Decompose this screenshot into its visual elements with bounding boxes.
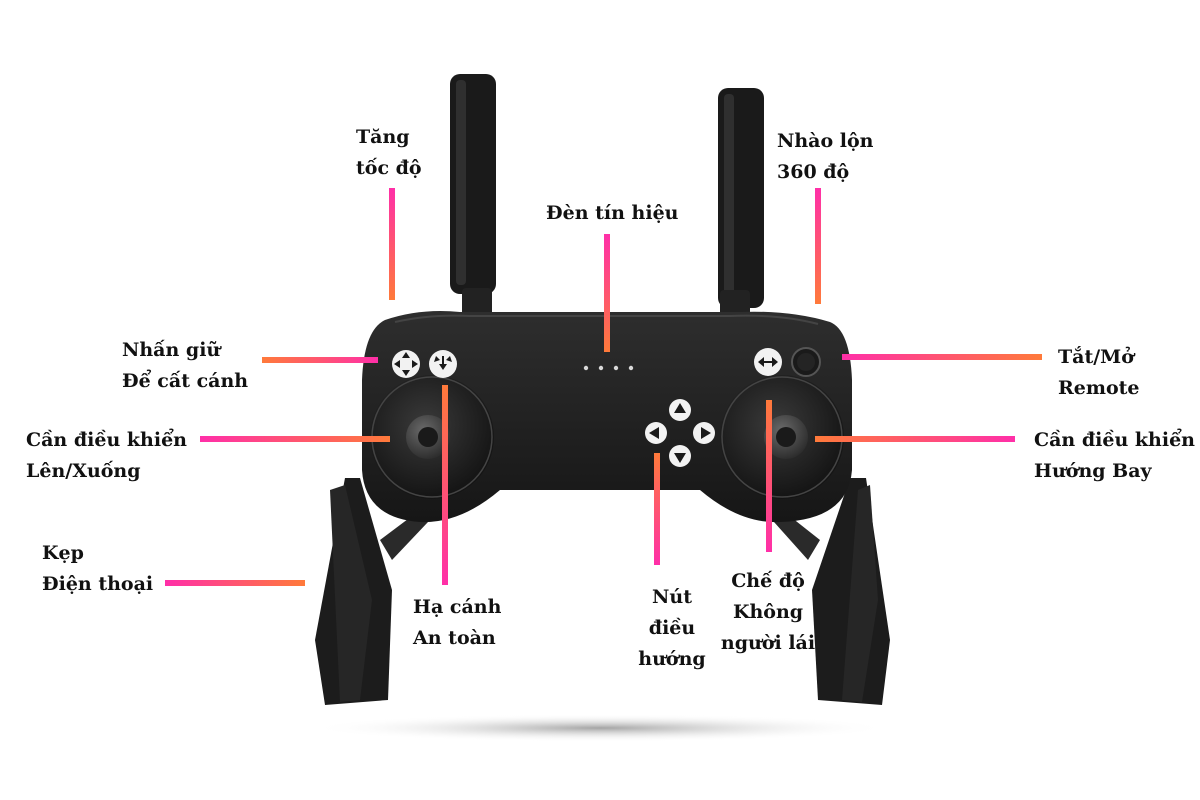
- takeoff-arrows-icon[interactable]: [392, 350, 420, 378]
- pointer-right-stick: [815, 436, 1015, 442]
- pointer-takeoff: [262, 357, 378, 363]
- pointer-safe-landing: [442, 385, 448, 585]
- label-signal-light: Đèn tín hiệu: [546, 202, 679, 224]
- right-phone-clamp: [774, 478, 890, 705]
- left-joystick[interactable]: [370, 375, 494, 499]
- label-right-stick: Cần điều khiển Hướng Bay: [1034, 429, 1195, 482]
- label-takeoff: Nhấn giữ Để cất cánh: [122, 339, 249, 392]
- arrow-down-icon[interactable]: [669, 445, 691, 467]
- ground-shadow: [310, 714, 890, 742]
- left-antenna: [450, 74, 496, 318]
- pointer-dpad: [654, 453, 660, 565]
- label-speed: Tăng tốc độ: [356, 126, 422, 179]
- pointer-flip: [815, 188, 821, 304]
- power-button-icon[interactable]: [791, 347, 821, 377]
- pointer-phone-clamp: [165, 580, 305, 586]
- left-phone-clamp: [315, 478, 428, 705]
- right-antenna: [718, 88, 764, 320]
- label-flip: Nhào lộn 360 độ: [777, 130, 874, 183]
- label-dpad: Nút điều hướng: [638, 586, 706, 670]
- label-safe-landing: Hạ cánh An toàn: [413, 596, 502, 649]
- flip-icon[interactable]: [754, 348, 782, 376]
- pointer-signal-light: [604, 234, 610, 352]
- label-power: Tắt/Mở Remote: [1058, 346, 1140, 399]
- signal-leds: [583, 365, 634, 371]
- landing-arrows-icon[interactable]: [429, 350, 457, 378]
- pointer-speed: [389, 188, 395, 300]
- pointer-headless: [766, 400, 772, 552]
- arrow-right-icon[interactable]: [693, 422, 715, 444]
- label-left-stick: Cần điều khiển Lên/Xuống: [26, 429, 187, 482]
- dpad[interactable]: [645, 399, 715, 467]
- label-headless: Chế độ Không người lái: [720, 570, 816, 654]
- label-phone-clamp: Kẹp Điện thoại: [42, 542, 154, 595]
- arrow-up-icon[interactable]: [669, 399, 691, 421]
- arrow-left-icon[interactable]: [645, 422, 667, 444]
- pointer-power: [842, 354, 1042, 360]
- pointer-left-stick: [200, 436, 390, 442]
